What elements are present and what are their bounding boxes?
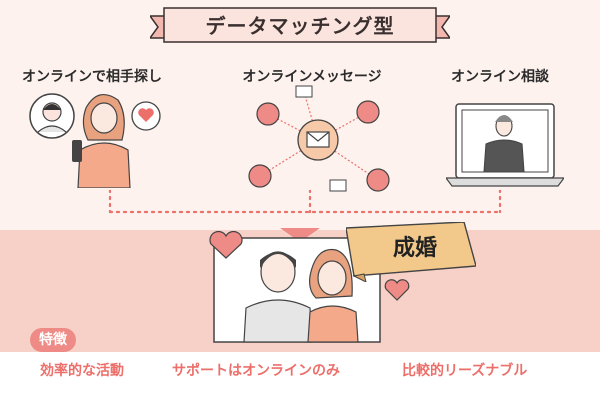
online-consult-illustration [446, 103, 564, 187]
online-search-illustration [29, 93, 161, 188]
heart-icon [384, 279, 410, 301]
features-badge: 特徴 [30, 328, 76, 352]
connector-dots [108, 190, 502, 214]
title-ribbon [150, 7, 450, 43]
heart-icon [209, 230, 243, 259]
result-label: 成婚 [392, 236, 437, 261]
feature-efficient: 効率的な活動 [40, 363, 124, 379]
result-banner [346, 222, 476, 282]
page-title: データマッチング型 [205, 14, 395, 38]
method-label-consult: オンライン相談 [451, 69, 549, 85]
feature-online-support: サポートはオンラインのみ [172, 363, 340, 379]
message-network-illustration [248, 85, 390, 192]
features-panel [0, 352, 600, 400]
method-label-search: オンラインで相手探し [22, 69, 162, 85]
method-label-message: オンラインメッセージ [242, 69, 382, 85]
feature-reasonable: 比較的リーズナブル [402, 363, 528, 379]
down-arrow-icon [280, 228, 320, 242]
